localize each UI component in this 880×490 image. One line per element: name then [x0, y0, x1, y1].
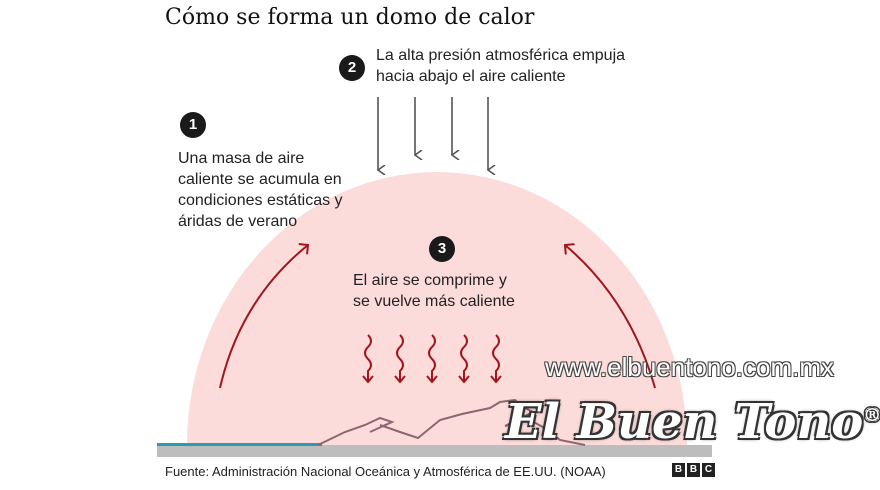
bbc-logo: B B C [672, 463, 715, 477]
text-line: se vuelve más caliente [353, 293, 515, 310]
text-line: caliente se acumula en [178, 171, 342, 188]
source-note: Fuente: Administración Nacional Oceánica… [165, 464, 606, 479]
water [157, 443, 322, 446]
logo-letter: C [702, 463, 715, 477]
rising-arrow-left [219, 245, 308, 389]
step-3-text: El aire se comprime y se vuelve más cali… [353, 270, 515, 312]
heat-squiggles [364, 334, 500, 381]
watermark-name: El Buen Tono [505, 394, 864, 450]
step-2-badge: 2 [339, 55, 365, 81]
pressure-arrows [378, 97, 488, 170]
text-line: Una masa de aire [178, 150, 305, 167]
step-1-text: Una masa de aire caliente se acumula en … [178, 148, 343, 232]
registered-mark: ® [863, 405, 880, 426]
text-line: La alta presión atmosférica empuja [376, 47, 626, 64]
heat-squiggle-heads [362, 375, 502, 384]
logo-letter: B [672, 463, 685, 477]
step-1-badge: 1 [180, 112, 206, 138]
mountains [317, 398, 586, 446]
watermark-logo: El Buen Tono® [505, 388, 880, 450]
rising-arrow-right [565, 245, 656, 389]
watermark-url: www.elbuentono.com.mx [545, 352, 835, 382]
text-line: hacia abajo el aire caliente [376, 68, 566, 85]
heat-dome [187, 172, 687, 445]
text-line: condiciones estáticas y [178, 192, 343, 209]
logo-letter: B [687, 463, 700, 477]
ground [157, 445, 712, 457]
text-line: El aire se comprime y [353, 272, 507, 289]
step-3-badge: 3 [429, 236, 455, 262]
page-title: Cómo se forma un domo de calor [165, 5, 535, 30]
text-line: áridas de verano [178, 213, 298, 230]
step-2-text: La alta presión atmosférica empuja hacia… [376, 45, 625, 87]
